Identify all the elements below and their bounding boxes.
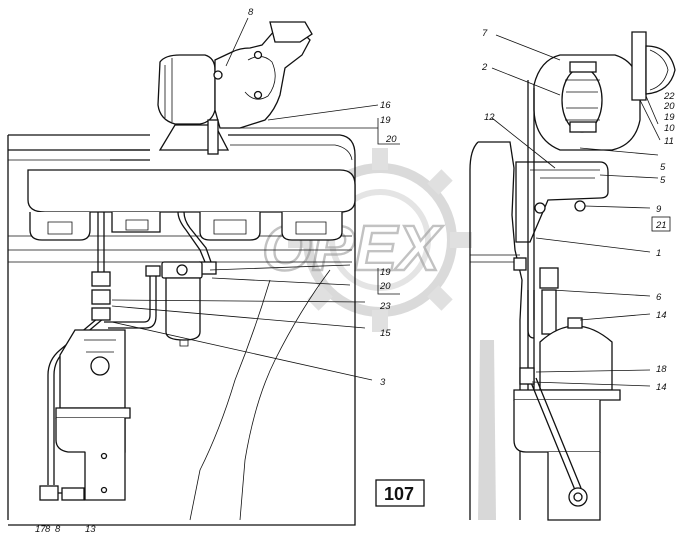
callout-17: 17 [35, 524, 46, 535]
centrifuge-right [513, 317, 621, 521]
callout-23: 23 [379, 301, 391, 312]
left-view [7, 21, 356, 526]
callout-7: 7 [482, 28, 488, 39]
exhaust-manifold [27, 169, 356, 213]
page-number-box [375, 479, 425, 507]
callout-20c: 20 [663, 101, 675, 112]
callout-10: 10 [664, 123, 675, 134]
oil-line-left [97, 212, 105, 275]
callout-1: 1 [656, 248, 661, 259]
callout-2: 2 [481, 62, 488, 73]
callout-12: 12 [484, 112, 495, 123]
callout-11: 11 [664, 136, 674, 147]
callout-16: 16 [380, 100, 391, 111]
page-number: 107 [384, 484, 414, 504]
turbocharger-left [157, 21, 313, 155]
callout-20a: 20 [385, 134, 397, 145]
engine-side-outline [469, 141, 523, 520]
callout-5b: 5 [660, 175, 666, 186]
callout-3: 3 [380, 377, 386, 388]
callout-14a: 14 [656, 310, 667, 321]
turbo-bracket [515, 161, 609, 243]
leader-lines [111, 17, 661, 387]
right-view [469, 31, 676, 521]
engine-block-outline [7, 134, 356, 526]
centrifuge-left [55, 329, 131, 501]
callout-6: 6 [656, 292, 662, 303]
callout-9: 9 [656, 204, 662, 215]
turbocharger-right [533, 31, 676, 151]
callout-8-top: 8 [248, 7, 254, 18]
callout-14b: 14 [656, 382, 667, 393]
callout-19c: 19 [664, 112, 675, 123]
callout-18: 18 [656, 364, 667, 375]
oil-filter-small [161, 261, 203, 347]
callout-13: 13 [85, 524, 96, 535]
callout-22: 22 [663, 91, 675, 102]
callout-19b: 19 [380, 267, 391, 278]
callout-5a: 5 [660, 162, 666, 173]
callout-20b: 20 [379, 281, 391, 292]
callout-21: 21 [655, 220, 667, 231]
callout-labels: 8 16 19 20 19 20 23 15 3 17 8 8 13 7 2 2… [35, 7, 675, 535]
callout-19a: 19 [380, 115, 391, 126]
callout-8b: 8 [55, 524, 61, 535]
callout-8a: 8 [45, 524, 51, 535]
callout-15: 15 [380, 328, 391, 339]
